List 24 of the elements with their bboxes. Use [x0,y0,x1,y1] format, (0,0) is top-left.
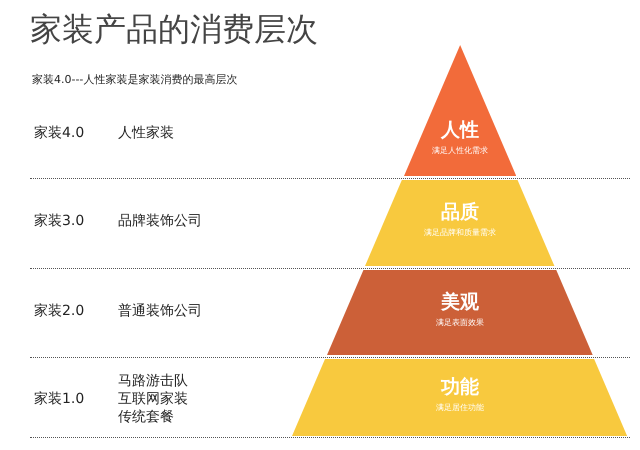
pyramid-tier [365,180,555,266]
product-label: 人性家装 [118,124,174,142]
tier-description: 满足品牌和质量需求 [422,227,497,238]
subtitle: 家装4.0---人性家装是家装消费的最高层次 [32,72,238,87]
tier-description: 满足表面效果 [434,316,485,328]
product-label: 品牌装饰公司 [118,212,202,230]
product-label: 互联网家装 [118,390,188,408]
pyramid-tier [292,359,628,436]
level-label: 家装2.0 [34,302,84,320]
level-label: 家装4.0 [34,124,84,142]
tier-heading: 美观 [440,290,480,314]
level-label: 家装3.0 [34,212,84,230]
tier-heading: 人性 [440,118,480,142]
title: 家装产品的消费层次 [30,9,318,50]
product-label: 传统套餐 [118,408,174,426]
pyramid-tier [404,45,516,176]
tier-description: 满足居住功能 [434,402,485,412]
pyramid-tier [327,270,593,355]
level-label: 家装1.0 [34,390,84,408]
tier-description: 满足人性化需求 [430,144,489,156]
tier-heading: 品质 [440,200,480,225]
product-label: 马路游击队 [118,372,188,390]
tier-heading: 功能 [440,374,480,400]
product-label: 普通装饰公司 [118,302,202,320]
